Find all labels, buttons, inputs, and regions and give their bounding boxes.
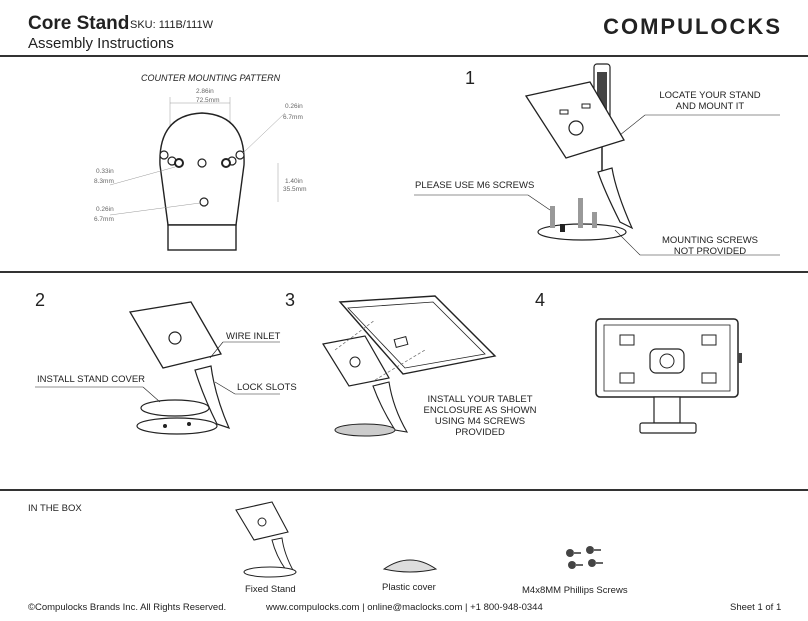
pattern-title: COUNTER MOUNTING PATTERN (141, 73, 281, 83)
step-2-illustration (128, 301, 231, 435)
step-4-number: 4 (535, 290, 546, 310)
dim-low-in: 0.26in (96, 206, 114, 213)
step-2-wire-inlet: WIRE INLET (226, 331, 281, 342)
dim-hole-mm: 6.7mm (283, 114, 303, 121)
step-1-leader-lines (414, 114, 780, 256)
step-3-line3: USING M4 SCREWS (434, 416, 526, 427)
dim-mid-mm: 8.3mm (94, 178, 114, 185)
step-3-line2: ENCLOSURE AS SHOWN (423, 405, 537, 416)
step-1-number: 1 (465, 68, 476, 88)
step-3-illustration (322, 295, 497, 437)
dim-mid-in: 0.33in (96, 168, 114, 175)
step-2-number: 2 (35, 290, 46, 310)
dim-hole-in: 0.26in (285, 103, 303, 110)
dim-side-in: 1.40in (285, 178, 303, 185)
dim-top-in: 2.86in (196, 88, 214, 95)
step-2-lock-slots: LOCK SLOTS (237, 382, 297, 393)
step-1-mounting-line2: NOT PROVIDED (673, 246, 747, 257)
step-1-locate-line2: AND MOUNT IT (675, 101, 745, 112)
inbox-item-screws: M4x8MM Phillips Screws (522, 585, 628, 596)
header-divider (0, 55, 808, 57)
step-1-locate-line1: LOCATE YOUR STAND (659, 90, 761, 101)
inbox-item-fixed-stand: Fixed Stand (245, 584, 296, 595)
dim-side-mm: 35.5mm (283, 186, 307, 193)
fixed-stand-image (235, 501, 297, 578)
footer-copyright: ©Compulocks Brands Inc. All Rights Reser… (28, 602, 227, 613)
dim-low-mm: 6.7mm (94, 216, 114, 223)
mounting-pattern-diagram (109, 97, 286, 251)
step-1-screws-label: PLEASE USE M6 SCREWS (415, 180, 535, 191)
section-divider-1 (0, 271, 808, 273)
step-3-number: 3 (285, 290, 296, 310)
step-2-leader-lines (35, 341, 280, 403)
sku-label: SKU: 111B/111W (130, 19, 213, 31)
inbox-item-plastic-cover: Plastic cover (382, 582, 436, 593)
footer-sheet: Sheet 1 of 1 (730, 602, 782, 613)
step-3-line1: INSTALL YOUR TABLET (427, 394, 533, 405)
section-divider-2 (0, 489, 808, 491)
document-subtitle: Assembly Instructions (28, 35, 174, 52)
brand-logo: COMPULOCKS (603, 14, 782, 39)
step-2-install-cover: INSTALL STAND COVER (37, 374, 146, 385)
dim-top-mm: 72.5mm (196, 97, 220, 104)
plastic-cover-image (382, 559, 438, 573)
step-1-illustration (524, 63, 634, 241)
step-3-line4: PROVIDED (455, 427, 505, 438)
inbox-title: IN THE BOX (28, 503, 82, 514)
document-title: Core Stand (28, 13, 130, 34)
screws-image (566, 546, 603, 569)
footer-contact[interactable]: www.compulocks.com | online@maclocks.com… (266, 602, 543, 613)
step-4-illustration (595, 318, 742, 434)
step-1-mounting-line1: MOUNTING SCREWS (661, 235, 759, 246)
